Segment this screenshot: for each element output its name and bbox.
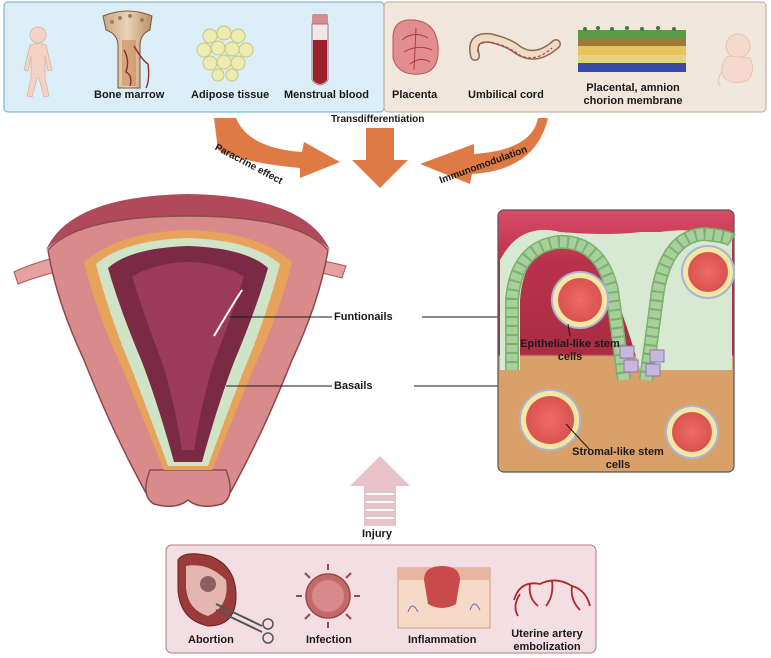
adipose-tissue-icon (196, 25, 254, 82)
injury-infection-label: Infection (306, 634, 352, 646)
epithelial-stem-cells-label: Epithelial-like stem cells (520, 338, 620, 363)
functional-layer-label: Funtionails (334, 311, 393, 323)
membrane-icon (578, 26, 686, 72)
immunomodulation-arrow (420, 118, 548, 184)
placenta-icon (392, 19, 439, 75)
virus-icon (296, 564, 360, 628)
stromal-stem-cells-label: Stromal-like stem cells (572, 446, 664, 471)
endometrium-inset (497, 209, 736, 473)
paracrine-arrow (214, 118, 340, 178)
bone-marrow-icon (102, 10, 153, 89)
perinatal-sources-panel (383, 1, 767, 113)
injury-uterine-artery-label: Uterine artery embolization (511, 628, 583, 653)
transdifferentiation-arrow (352, 128, 408, 188)
umbilical-cord-icon (469, 32, 561, 61)
injury-abortion-label: Abortion (188, 634, 234, 646)
transdifferentiation-label: Transdifferentiation (331, 114, 425, 125)
source-placental-membrane: Placental, amnion chorion membrane (583, 82, 683, 107)
injury-arrow (350, 456, 410, 526)
blood-tube-icon (311, 14, 329, 86)
source-umbilical-cord: Umbilical cord (468, 89, 544, 101)
inflammation-icon (397, 566, 491, 629)
source-adipose-tissue: Adipose tissue (191, 89, 270, 101)
injury-label: Injury (362, 528, 392, 540)
fetus-icon (718, 33, 753, 87)
source-placenta: Placenta (392, 89, 438, 101)
source-menstrual-blood: Menstrual blood (284, 89, 369, 101)
source-bone-marrow: Bone marrow (94, 89, 165, 101)
basal-layer-label: Basails (334, 380, 373, 392)
uterus-illustration (13, 194, 347, 507)
abortion-icon (177, 553, 274, 644)
injury-inflammation-label: Inflammation (408, 634, 477, 646)
adult-body-icon (23, 26, 53, 98)
artery-icon (513, 579, 591, 617)
